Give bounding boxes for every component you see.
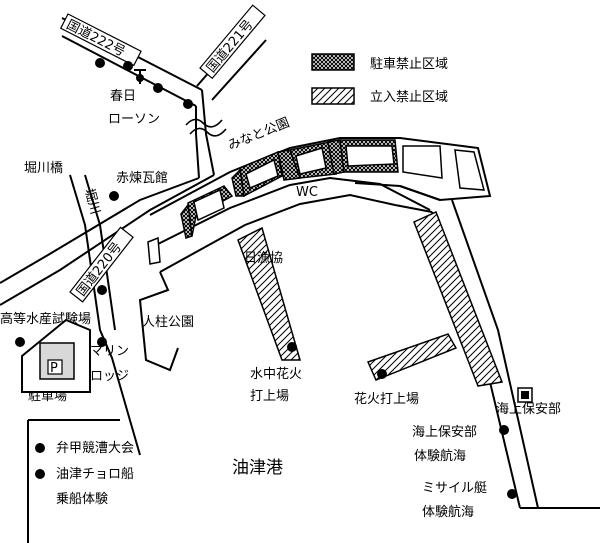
- underwater-fireworks-label-1: 水中花火: [250, 366, 302, 382]
- building-e: [402, 145, 443, 179]
- parking-sign-box: [47, 359, 63, 375]
- events-legend: 弁甲競漕大会 油津チョロ船 乗船体験: [27, 419, 134, 543]
- legend-no-parking-swatch: [311, 53, 355, 71]
- marker-left-road: [97, 285, 107, 295]
- legend-no-entry-label: 立入禁止区域: [370, 90, 448, 105]
- coast-guard-label: 海上保安部: [496, 402, 561, 417]
- route-221-label: 国道221号: [204, 17, 257, 76]
- marker-route222-right: [123, 61, 133, 71]
- kasuga-road: [195, 89, 215, 179]
- horikawa-river-label: 堀川: [81, 187, 102, 216]
- fireworks-launch-label: 花火打上場: [354, 391, 419, 407]
- akarenga-label: 赤煉瓦館: [116, 171, 168, 186]
- coast-guard-ride-label-2: 体験航海: [414, 448, 466, 464]
- route-220-road: [0, 174, 215, 306]
- building-b: [245, 158, 279, 190]
- legend-no-parking-label: 駐車禁止区域: [370, 57, 448, 72]
- legend-no-entry-swatch: [311, 87, 355, 105]
- horikawa-bridge-label: 堀川橋: [24, 161, 63, 176]
- building-a: [193, 188, 225, 222]
- road-labels: 国道222号 国道221号 国道220号 堀川: [59, 4, 266, 303]
- wc-label: WC: [296, 185, 318, 200]
- building-d: [345, 145, 395, 167]
- building-g: [147, 236, 161, 265]
- road-break-marks: [185, 118, 227, 137]
- coast-guard-building: [517, 387, 533, 403]
- coast-guard-ride-label-1: 海上保安部: [412, 425, 477, 440]
- marker-coast-guard-ride: [499, 425, 509, 435]
- horikawa-river: [69, 174, 141, 456]
- lawson-label: ローソン: [108, 112, 160, 127]
- events-legend-item-2-line-1: 油津チョロ船: [56, 467, 134, 482]
- marker-kasuga: [153, 83, 163, 93]
- underwater-fireworks-label-2: 打上場: [250, 389, 289, 404]
- markers: [15, 58, 517, 499]
- events-legend-item-1: 弁甲競漕大会: [56, 441, 134, 456]
- no-entry-zone-launch: [366, 333, 458, 381]
- harbor-label: 油津港: [232, 458, 283, 478]
- marker-route222-left: [95, 58, 105, 68]
- marker-suisan: [15, 337, 25, 347]
- marker-fireworks-launch: [377, 369, 387, 379]
- marker-underwater-fireworks: [287, 342, 297, 352]
- nichigyokyo-label: 日漁協: [244, 251, 283, 266]
- jinchu-park-label: 人柱公園: [142, 315, 194, 330]
- marker-marine-lodge: [97, 337, 107, 347]
- marine-lodge-label-2: ロッジ: [90, 369, 129, 384]
- minato-park-label: みなと公園: [226, 115, 292, 153]
- right-notes: 海上保安部 体験航海 ミサイル艇 体験航海: [412, 425, 487, 520]
- no-entry-zone-pier-1: [237, 226, 301, 361]
- building-f: [454, 149, 485, 191]
- events-legend-bullet-1: [35, 443, 45, 453]
- parking-symbol: P: [50, 361, 58, 376]
- marker-missile-boat: [507, 489, 517, 499]
- buildings: [147, 145, 485, 265]
- no-entry-zones: [237, 210, 504, 387]
- events-legend-bullet-2: [35, 469, 45, 479]
- kasuga-label: 春日: [110, 89, 136, 104]
- marker-lawson: [183, 99, 193, 109]
- marine-lodge-label-1: マリン: [90, 344, 129, 359]
- marker-akarenga: [109, 191, 119, 201]
- legend: 駐車禁止区域 立入禁止区域: [311, 53, 448, 105]
- building-c: [295, 147, 327, 175]
- no-entry-zone-right-pier: [413, 210, 504, 387]
- post-office-icon: [134, 69, 146, 84]
- parking-lot: P: [21, 318, 91, 393]
- missile-boat-label-1: ミサイル艇: [422, 481, 487, 496]
- events-legend-item-2-line-2: 乗船体験: [56, 492, 108, 507]
- missile-boat-label-2: 体験航海: [422, 504, 474, 520]
- route-221-label-box: 国道221号: [199, 4, 266, 80]
- events-legend-frame: [27, 419, 120, 543]
